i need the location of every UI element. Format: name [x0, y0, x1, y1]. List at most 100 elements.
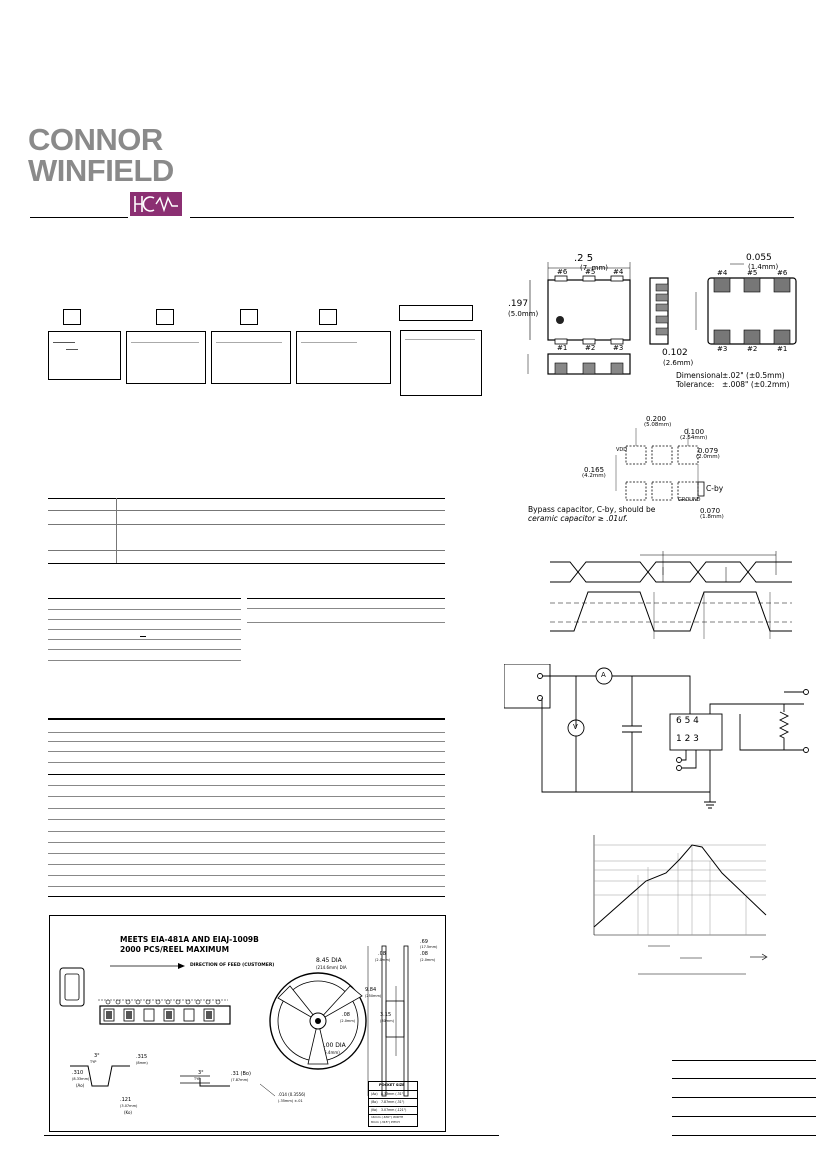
timing-diagram [530, 545, 800, 645]
land-pattern-drawing: 0.200 (5.08mm) 0.100 (2.54mm) 0.079 (2.0… [526, 412, 736, 527]
option-panel-1 [48, 331, 121, 380]
tape-ko-label: (Ko) [124, 1110, 132, 1115]
reel-height: 9.84 [365, 987, 377, 993]
land-row-spacing: 0.165 [584, 466, 605, 474]
brand-name-line2: WINFIELD [28, 153, 174, 188]
angle-left: 3° [94, 1053, 100, 1059]
pin-label-3: #3 [613, 344, 624, 352]
revision-block [672, 1060, 816, 1140]
land-pad-w-mm: (1.8mm) [700, 514, 724, 520]
tape-ao-mm: (8.33mm) [72, 1077, 90, 1081]
reel-width-a: .69 [420, 939, 428, 945]
brand-monogram-logo [130, 192, 182, 216]
logo-underline [30, 217, 128, 218]
tolerance-label: Tolerance: [676, 380, 715, 389]
pin-label-2: #2 [585, 344, 596, 352]
ammeter-label: A [601, 671, 606, 679]
part-code-box-5 [399, 305, 473, 321]
land-pad-h-mm: (2.0mm) [696, 454, 720, 460]
ic-pins-top: 6 5 4 [676, 716, 699, 726]
land-pad-h: 0.079 [698, 447, 719, 455]
reel-dia-label: 1.00 DIA [320, 1042, 346, 1049]
spec-table-3 [48, 718, 445, 898]
slot-size: .08 [342, 1012, 350, 1018]
option-panel-2 [126, 331, 206, 384]
tape-pitch: .315 [136, 1054, 148, 1060]
reel-width-c-mm: (2.0mm) [420, 958, 436, 962]
part-code-box-3 [240, 309, 258, 325]
pin-label-4: #4 [613, 268, 624, 276]
option-panel-5 [400, 330, 482, 396]
ground-label: GROUND [678, 497, 701, 503]
dimensional-label: Dimensional [676, 371, 723, 380]
tape-reel-title: MEETS EIA-481A AND EIAJ-1009B [120, 935, 259, 944]
land-pad-w: 0.070 [700, 507, 721, 515]
tape-bo: .31 (Bo) [231, 1071, 251, 1077]
tape-ko: .121 [120, 1097, 132, 1103]
voltmeter-label: V [573, 723, 578, 731]
bypass-note-line2: ceramic capacitor ≥ .01uf. [528, 514, 628, 523]
reel-height-mm: (250mm) [365, 994, 382, 998]
option-panel-4 [296, 331, 391, 384]
spec-table-2-right [247, 598, 445, 628]
brand-name-line1: CONNOR [28, 122, 163, 157]
tape-reel-drawing: MEETS EIA-481A AND EIAJ-1009B 2000 PCS/R… [49, 915, 446, 1132]
tape-pitch-mm: (8mm) [136, 1061, 148, 1065]
angle-left-typ: TYP [90, 1060, 97, 1064]
reel-width-b-mm: (2.0mm) [375, 958, 391, 962]
pocket-size-table: POCKET SIZE (Ao) 8.33mm (.31") (Bo) 7.87… [368, 1081, 418, 1127]
pad-spacing-mm: (1.4mm) [748, 263, 779, 271]
reflow-profile-chart [590, 835, 770, 980]
angle-right-typ: TYP [194, 1077, 201, 1081]
pkg-width-mm: (7. mm) [580, 264, 609, 272]
package-drawing: .2 5 (7. mm) .197 (5.0mm) #6 #5 #4 #1 #2… [500, 250, 820, 395]
tape-thickness: .014 (0.3556) [278, 1092, 306, 1097]
part-code-box-2 [156, 309, 174, 325]
pad-spacing: 0.055 [746, 253, 772, 263]
land-pad-gap: 0.100 [684, 428, 705, 436]
land-pitch-mm: (5.08mm) [644, 422, 672, 428]
ic-pins-bottom: 1 2 3 [676, 734, 699, 744]
pad-pitch: 0.102 [662, 348, 688, 358]
bottom-pin-3: #3 [717, 345, 728, 353]
hub-height-mm: (80mm) [380, 1019, 395, 1023]
bypass-note-line1: Bypass capacitor, C-by, should be [528, 505, 656, 514]
reel-hub-mm: (214.6mm) DIA [316, 965, 347, 970]
spec-table-1 [48, 498, 445, 564]
option-panel-3 [211, 331, 291, 384]
tape-reel-subtitle: 2000 PCS/REEL MAXIMUM [120, 945, 230, 954]
feed-direction-label: DIRECTION OF FEED (CUSTOMER) [190, 963, 275, 968]
part-code-box-1 [63, 309, 81, 325]
reel-hub-label: 8.45 DIA [316, 957, 342, 964]
bottom-pin-4: #4 [717, 269, 728, 277]
angle-right: 3° [198, 1070, 204, 1076]
tape-ao: .310 [72, 1070, 84, 1076]
tape-ao-label: (Ao) [76, 1083, 85, 1088]
pin-label-6: #6 [557, 268, 568, 276]
land-row-spacing-mm: (4.2mm) [582, 473, 606, 479]
reel-width-a-mm: (17.5mm) [420, 945, 438, 949]
bottom-pin-2: #2 [747, 345, 758, 353]
bottom-pin-1: #1 [777, 345, 788, 353]
test-circuit: A V 6 5 4 1 2 3 [504, 664, 820, 814]
tape-thickness-mm: (.35mm) ±.01 [278, 1099, 303, 1103]
land-pad-gap-mm: (2.54mm) [680, 435, 708, 441]
pkg-height: .197 [508, 299, 529, 309]
pad-pitch-mm: (2.6mm) [663, 359, 694, 367]
cby-label: C-by [706, 484, 724, 493]
pkg-height-mm: (5.0mm) [508, 310, 539, 318]
part-code-box-4 [319, 309, 337, 325]
pin-label-1: #1 [557, 344, 568, 352]
dimensional-value: ±.02" (±0.5mm) [722, 371, 785, 380]
pin-label-5: #5 [585, 268, 596, 276]
land-pitch: 0.200 [646, 415, 667, 423]
tape-ko-mm: (3.07mm) [120, 1104, 138, 1108]
reel-width-c: .08 [420, 951, 428, 957]
pkg-width: .2 5 [574, 253, 594, 264]
reel-dia-mm: (25.4mm) [320, 1050, 340, 1055]
bottom-pin-5: #5 [747, 269, 758, 277]
footer-rule [44, 1135, 499, 1136]
bottom-pin-6: #6 [777, 269, 788, 277]
slot-size-mm: (2.0mm) [340, 1019, 356, 1023]
logo-rule-1 [30, 152, 182, 154]
